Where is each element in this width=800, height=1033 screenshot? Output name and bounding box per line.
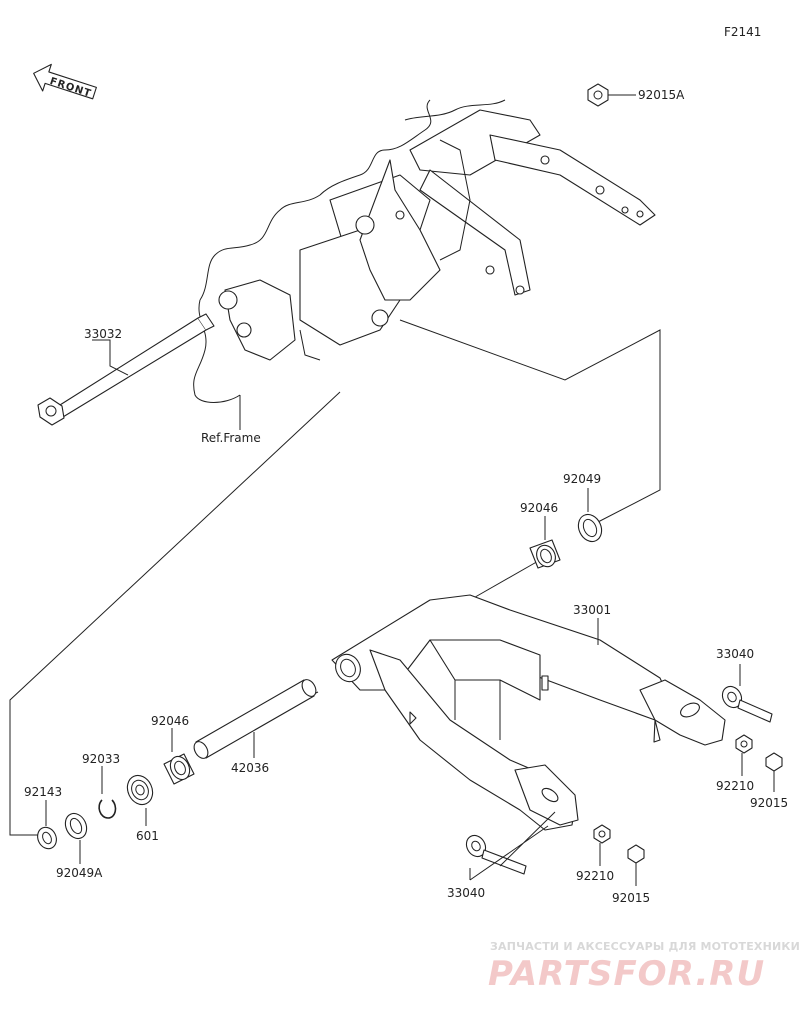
- bearing-92046-left-icon: [163, 753, 195, 785]
- seal-92049-icon: [577, 513, 603, 543]
- frame-drawing: [193, 99, 656, 403]
- label-33001: 33001: [573, 603, 611, 617]
- adjuster-33040-left-icon: [465, 834, 527, 875]
- watermark-logo: PARTSFOR.RU: [488, 954, 765, 994]
- nut-92210-right-icon: [735, 734, 753, 754]
- label-33040-left: 33040: [447, 886, 485, 900]
- bearing-92046-right-icon: [529, 539, 561, 569]
- label-92046-left: 92046: [151, 714, 189, 728]
- collar-42036-icon: [193, 679, 317, 759]
- label-92046-right: 92046: [520, 501, 558, 515]
- label-92015-left: 92015: [612, 891, 650, 905]
- label-33040-right: 33040: [716, 647, 754, 661]
- front-arrow-icon: FRONT: [33, 63, 97, 100]
- diagram-code: F2141: [724, 25, 761, 39]
- label-601: 601: [136, 829, 159, 843]
- label-92015-right: 92015: [750, 796, 788, 810]
- label-92210-right: 92210: [716, 779, 754, 793]
- nut-92210-left-icon: [593, 824, 611, 844]
- swingarm-icon: [331, 594, 726, 831]
- ball-bearing-601-icon: [126, 774, 154, 806]
- pivot-shaft-icon: [37, 313, 215, 426]
- nut-92015-left-icon: [627, 844, 645, 864]
- label-92049a: 92049A: [56, 866, 103, 880]
- circlip-92033-icon: [98, 799, 117, 819]
- cap-92143-icon: [37, 826, 57, 850]
- label-92049: 92049: [563, 472, 601, 486]
- seal-92049a-icon: [64, 812, 88, 840]
- adjuster-33040-right-icon: [721, 685, 773, 723]
- nut-92015a-icon: [587, 83, 609, 107]
- watermark-line1: ЗАПЧАСТИ И АКСЕССУАРЫ ДЛЯ МОТОТЕХНИКИ: [490, 940, 800, 953]
- nut-92015-right-icon: [765, 752, 783, 772]
- label-92015a: 92015A: [638, 88, 685, 102]
- label-92210-left: 92210: [576, 869, 614, 883]
- label-42036: 42036: [231, 761, 269, 775]
- label-92143: 92143: [24, 785, 62, 799]
- label-33032: 33032: [84, 327, 122, 341]
- ref-frame-label: Ref.Frame: [201, 431, 261, 445]
- label-92033: 92033: [82, 752, 120, 766]
